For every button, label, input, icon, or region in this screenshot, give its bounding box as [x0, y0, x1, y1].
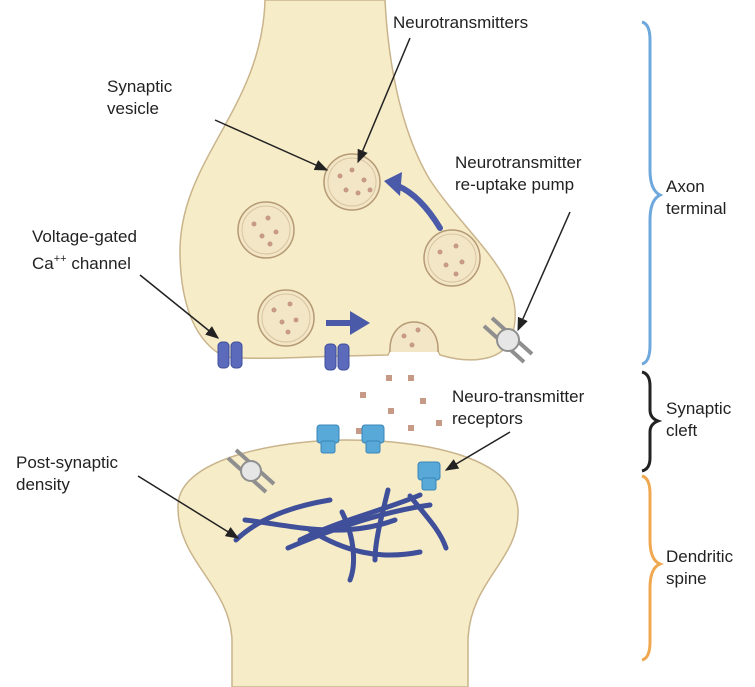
voltage-gated-channel-word: channel: [67, 254, 131, 273]
transmitter-dot: [416, 328, 421, 333]
label-synaptic-cleft: Synaptic cleft: [666, 398, 731, 442]
label-reuptake-pump: Neurotransmitter re-uptake pump: [455, 152, 582, 196]
axon-terminal-bracket: [642, 22, 660, 364]
label-dendritic-spine: Dendritic spine: [666, 546, 733, 590]
transmitter-dot: [410, 343, 415, 348]
synaptic-vesicle: [424, 230, 480, 286]
label-neuro-receptors: Neuro-transmitter receptors: [452, 386, 584, 430]
label-neurotransmitters: Neurotransmitters: [393, 12, 528, 34]
label-axon-terminal: Axon terminal: [666, 176, 726, 220]
label-synaptic-vesicle: Synaptic vesicle: [107, 76, 172, 120]
synaptic-vesicle: [324, 154, 380, 210]
synaptic-vesicle: [258, 290, 314, 346]
label-post-synaptic-density: Post-synaptic density: [16, 452, 118, 496]
synaptic-cleft-bracket: [642, 372, 658, 471]
voltage-gated-ca: Ca: [32, 254, 54, 273]
synaptic-vesicle: [238, 202, 294, 258]
voltage-gated-line1: Voltage-gated: [32, 227, 137, 246]
dendritic-spine-shape: [178, 440, 518, 687]
dendritic-spine-bracket: [642, 476, 660, 660]
voltage-gated-sup: ++: [54, 253, 67, 265]
transmitter-dot: [402, 334, 407, 339]
